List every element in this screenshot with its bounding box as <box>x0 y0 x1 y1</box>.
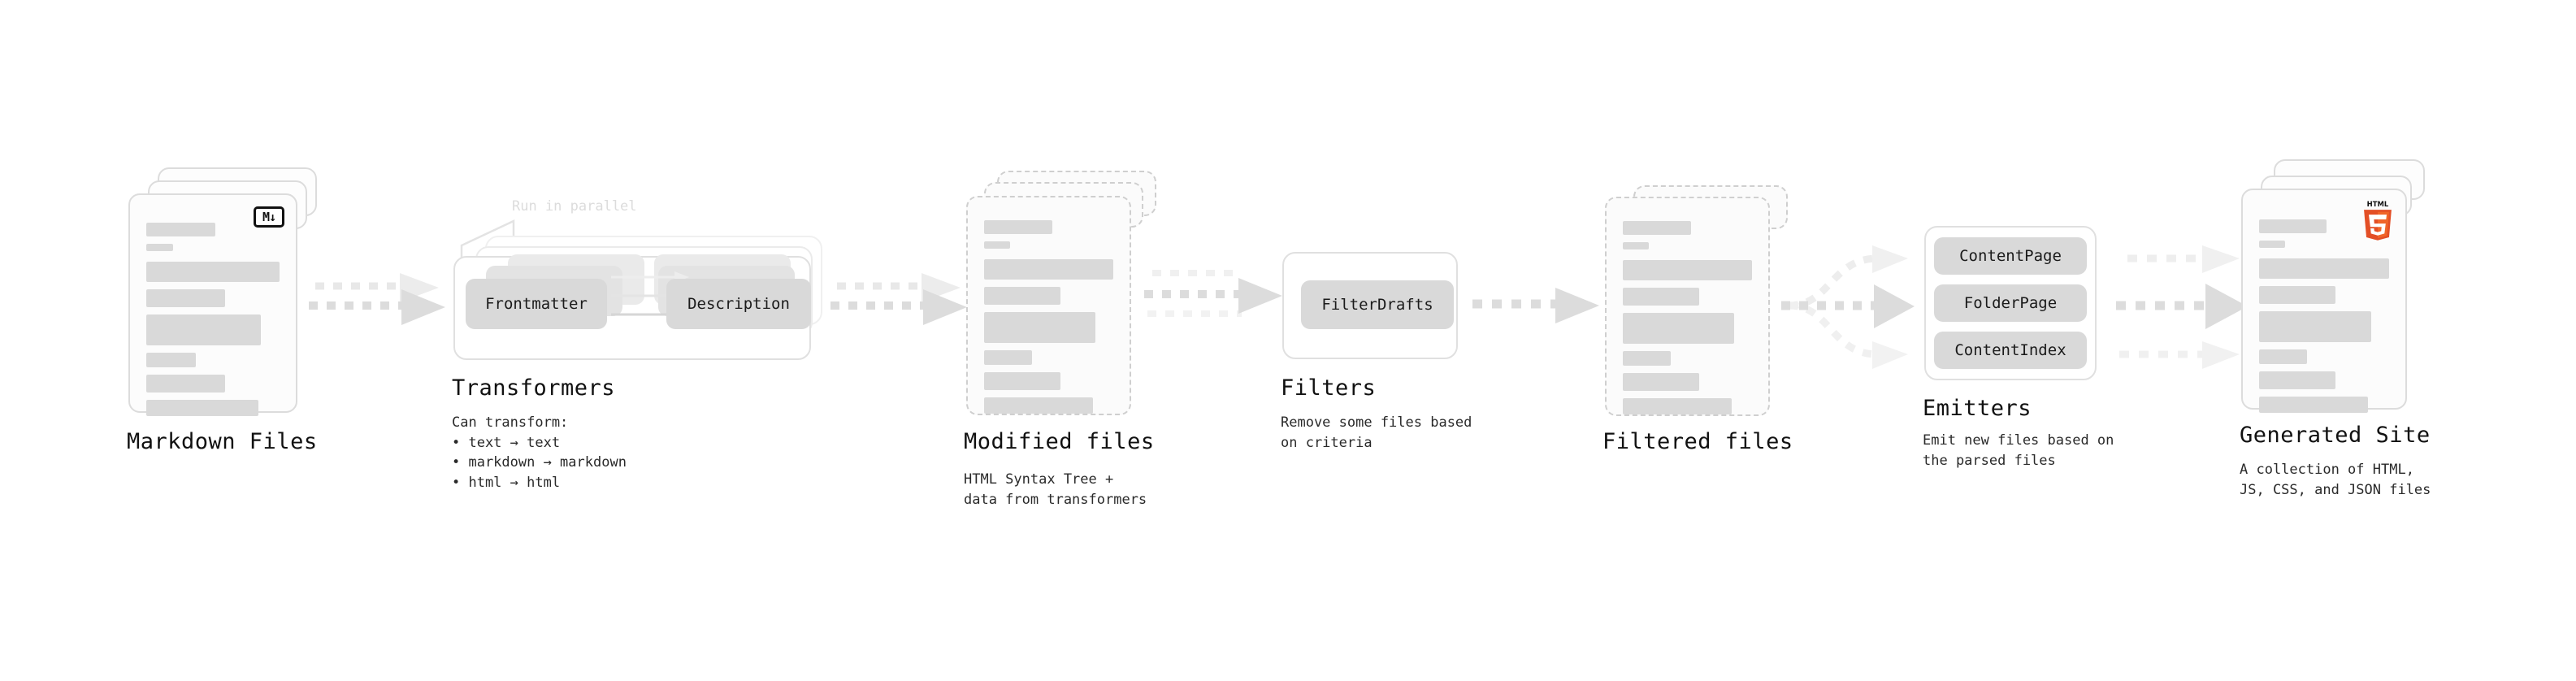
generated-site-subtitle: A collection of HTML, JS, CSS, and JSON … <box>2240 462 2431 498</box>
modified-file-card-front <box>966 196 1131 415</box>
filters-subtitle: Remove some files based on criteria <box>1281 414 1472 451</box>
filtered-file-card-front <box>1605 197 1770 416</box>
connector-markdown-to-transformers <box>309 273 445 325</box>
emitter-chip-folderpage[interactable]: FolderPage <box>1934 284 2087 322</box>
emitters-subtitle: Emit new files based on the parsed files <box>1923 432 2114 469</box>
file-content-bars <box>2259 219 2389 420</box>
modified-files-subtitle: HTML Syntax Tree + data from transformer… <box>964 471 1147 508</box>
markdown-files-title: Markdown Files <box>127 429 318 454</box>
filter-chip-filterdrafts[interactable]: FilterDrafts <box>1301 280 1454 329</box>
html5-badge-icon: HTML <box>2364 200 2392 241</box>
run-in-parallel-annotation: Run in parallel <box>512 198 637 215</box>
markdown-file-card-front: M↓ <box>128 193 297 416</box>
emitter-chip-contentpage[interactable]: ContentPage <box>1934 237 2087 275</box>
transformer-chip-frontmatter[interactable]: Frontmatter <box>466 279 607 329</box>
svg-text:HTML: HTML <box>2367 200 2389 208</box>
transformer-chip-description[interactable]: Description <box>666 279 811 329</box>
connector-modified-to-filters <box>1144 270 1282 317</box>
generated-site-card-html: HTML <box>2241 189 2407 413</box>
filtered-files-title: Filtered files <box>1602 429 1793 454</box>
file-content-bars <box>984 220 1113 421</box>
connector-filtered-to-emitters <box>1781 245 1915 369</box>
connector-transformers-to-modified <box>830 273 967 325</box>
transformers-title: Transformers <box>452 375 616 401</box>
emitters-title: Emitters <box>1923 396 2032 421</box>
generated-site-title: Generated Site <box>2240 423 2431 448</box>
connector-emitters-to-site <box>2116 245 2248 369</box>
modified-files-title: Modified files <box>964 429 1155 454</box>
connector-filters-to-filtered <box>1472 288 1599 323</box>
transformers-subtitle: Can transform: • text → text • markdown … <box>452 414 627 491</box>
filters-title: Filters <box>1281 375 1377 401</box>
markdown-badge-icon: M↓ <box>254 206 284 228</box>
file-content-bars <box>1623 221 1752 422</box>
emitter-chip-contentindex[interactable]: ContentIndex <box>1934 332 2087 369</box>
file-content-bars <box>146 223 280 423</box>
